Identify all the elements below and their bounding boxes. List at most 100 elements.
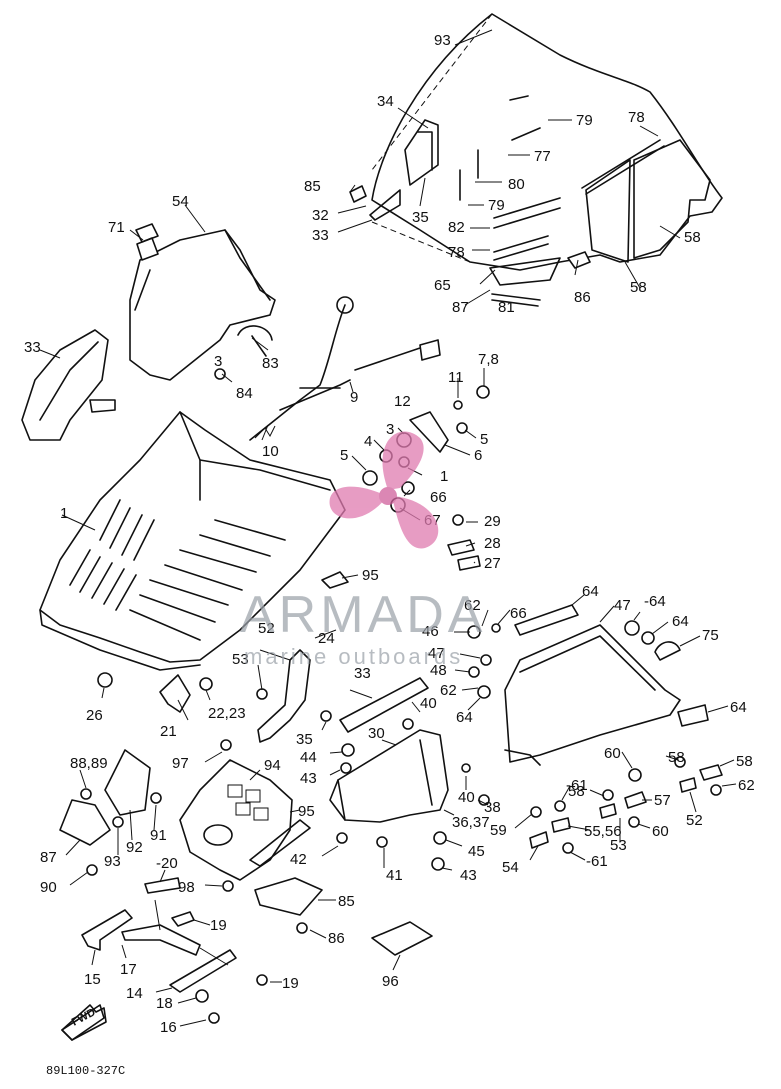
drawing-code: 89L100-327C [46,1064,125,1078]
callout-label: 85 [304,178,321,195]
callout-label: 12 [394,393,411,410]
callout-label: 47 [614,597,631,614]
side-cowl-part [21,329,116,441]
callout-label: 90 [40,879,57,896]
callout-label: 58 [568,783,585,800]
callout-label: 78 [448,244,465,261]
callout-label: 85 [338,893,355,910]
callout-label: 15 [84,971,101,988]
callout-label: 5 [340,447,348,464]
callout-label: 1 [60,505,68,522]
callout-label: 40 [420,695,437,712]
watermark-name: ARMADA [240,586,486,644]
callout-label: 21 [160,723,177,740]
callout-label: 35 [412,209,429,226]
callout-label: 27 [484,555,501,572]
callout-label: 4 [364,433,372,450]
callout-label: 9 [350,389,358,406]
callout-label: 57 [654,792,671,809]
watermark-tagline: marine outboards [244,644,463,669]
callout-label: 64 [582,583,599,600]
callout-label: 58 [684,229,701,246]
lower-mounting-parts [61,877,433,1041]
callout-label: 35 [296,731,313,748]
callout-label: 79 [488,197,505,214]
callout-label: 5 [480,431,488,448]
callout-label: -20 [156,855,178,872]
callout-label: 98 [178,879,195,896]
callout-label: 60 [604,745,621,762]
callout-label: 6 [474,447,482,464]
callout-label: 64 [456,709,473,726]
callout-label: 62 [738,777,755,794]
battery-box-part [329,729,449,823]
callout-label: 48 [430,662,447,679]
callout-label: 93 [434,32,451,49]
callout-label: 79 [576,112,593,129]
callout-label: 58 [630,279,647,296]
callout-label: -64 [644,593,666,610]
callout-label: 60 [652,823,669,840]
callout-label: 3 [214,353,222,370]
callout-label: 53 [232,651,249,668]
callout-label: 18 [156,995,173,1012]
hardware-fasteners [80,223,723,1024]
console-part [179,759,311,881]
callout-label: 17 [120,961,137,978]
callout-label: 16 [160,1019,177,1036]
callout-label: 33 [24,339,41,356]
callout-label: 84 [236,385,253,402]
callout-label: 64 [730,699,747,716]
callout-label: 58 [736,753,753,770]
callout-label: 7,8 [478,351,499,368]
callout-label: 42 [290,851,307,868]
callout-label: 87 [40,849,57,866]
callout-label: 77 [534,148,551,165]
callout-label: 11 [448,369,464,386]
rail-part [339,677,429,733]
callout-label: 62 [464,597,481,614]
callout-label: 22,23 [208,705,246,722]
armada-watermark-logo: ARMADA marine outboards [240,431,486,669]
callout-label: 55,56 [584,823,622,840]
windshield-part [349,13,723,307]
callout-label: 19 [210,917,227,934]
fairing-part [129,229,276,381]
callout-label: 44 [300,749,317,766]
callout-label: 81 [498,299,515,316]
callout-label: 75 [702,627,719,644]
callout-label: 43 [300,770,317,787]
callout-label: 34 [377,93,394,110]
callout-label: 66 [510,605,527,622]
callout-label: 93 [104,853,121,870]
callout-label: 66 [430,489,447,506]
callout-label: 32 [312,207,329,224]
hood-vent-slots [69,499,286,641]
propeller-icon [329,431,439,549]
callout-label: 92 [126,839,143,856]
callout-label: 19 [282,975,299,992]
callout-label: 54 [172,193,189,210]
callout-label: 14 [126,985,143,1002]
callout-label: 87 [452,299,469,316]
callout-label: 58 [668,749,685,766]
callout-label: 33 [354,665,371,682]
callout-label: 38 [484,799,501,816]
callout-label: 33 [312,227,329,244]
callout-label: 91 [150,827,167,844]
callout-label: 46 [422,623,439,640]
callout-labels: 93 34 79 78 77 80 85 79 32 35 33 82 78 6… [24,32,755,1036]
callout-label: 52 [258,620,275,637]
callout-label: 94 [264,757,281,774]
callout-label: 40 [458,789,475,806]
callout-label: 24 [318,630,335,647]
callout-label: 53 [610,837,627,854]
callout-label: 95 [362,567,379,584]
callout-label: 28 [484,535,501,552]
callout-label: 80 [508,176,525,193]
bracket-part [257,649,311,743]
callout-label: 52 [686,812,703,829]
callout-label: 43 [460,867,477,884]
